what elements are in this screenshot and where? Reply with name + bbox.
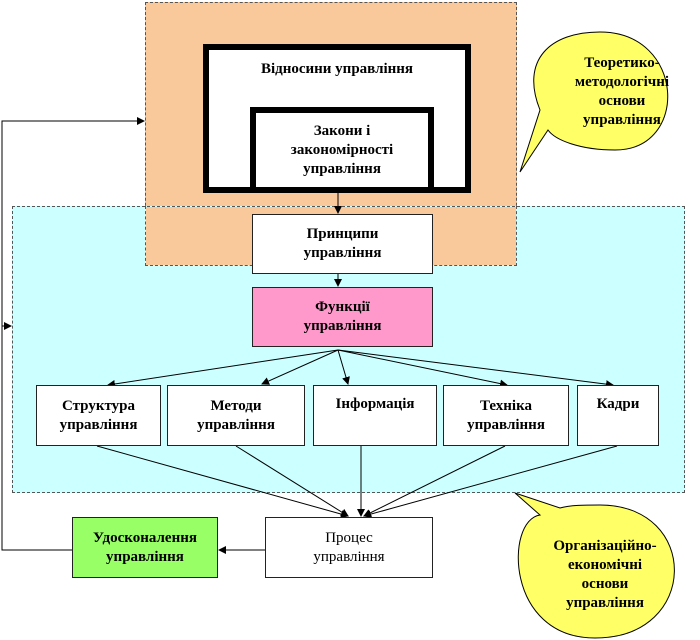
arrow-personnel-to-process: [363, 445, 618, 518]
feedback-loop-to-theory: [1, 117, 145, 551]
economic-callout-bubble: [514, 492, 675, 639]
functions-box: Функції управління: [252, 287, 433, 347]
process-box: Процес управління: [265, 517, 433, 578]
personnel-box: Кадри: [577, 385, 659, 446]
principles-box: Принципи управління: [252, 214, 433, 274]
information-box: Інформація: [313, 385, 437, 446]
methods-box: Методи управління: [167, 385, 305, 446]
theory-callout-bubble: [519, 31, 669, 173]
economic-callout-text: Організаційно- економічні основи управлі…: [553, 538, 657, 611]
arrow-functions-to-information: [337, 349, 350, 385]
arrow-functions-to-personnel: [337, 349, 614, 389]
theory-region-side-borders: [145, 206, 517, 266]
arrow-technology-to-process: [363, 445, 506, 517]
improvement-box: Удосконалення управління: [72, 517, 218, 578]
arrow-structure-to-process: [96, 445, 349, 518]
laws-box: Закони і закономірності управління: [250, 107, 434, 193]
arrow-functions-to-technology: [337, 349, 508, 388]
theory-callout-text: Теоретико- методологічні основи управлін…: [574, 55, 670, 128]
technology-box: Техніка управління: [443, 385, 569, 446]
arrow-functions-to-structure: [107, 349, 339, 388]
arrow-methods-to-process: [235, 445, 349, 517]
structure-box: Структура управління: [36, 385, 161, 446]
arrow-functions-to-methods: [261, 349, 339, 385]
